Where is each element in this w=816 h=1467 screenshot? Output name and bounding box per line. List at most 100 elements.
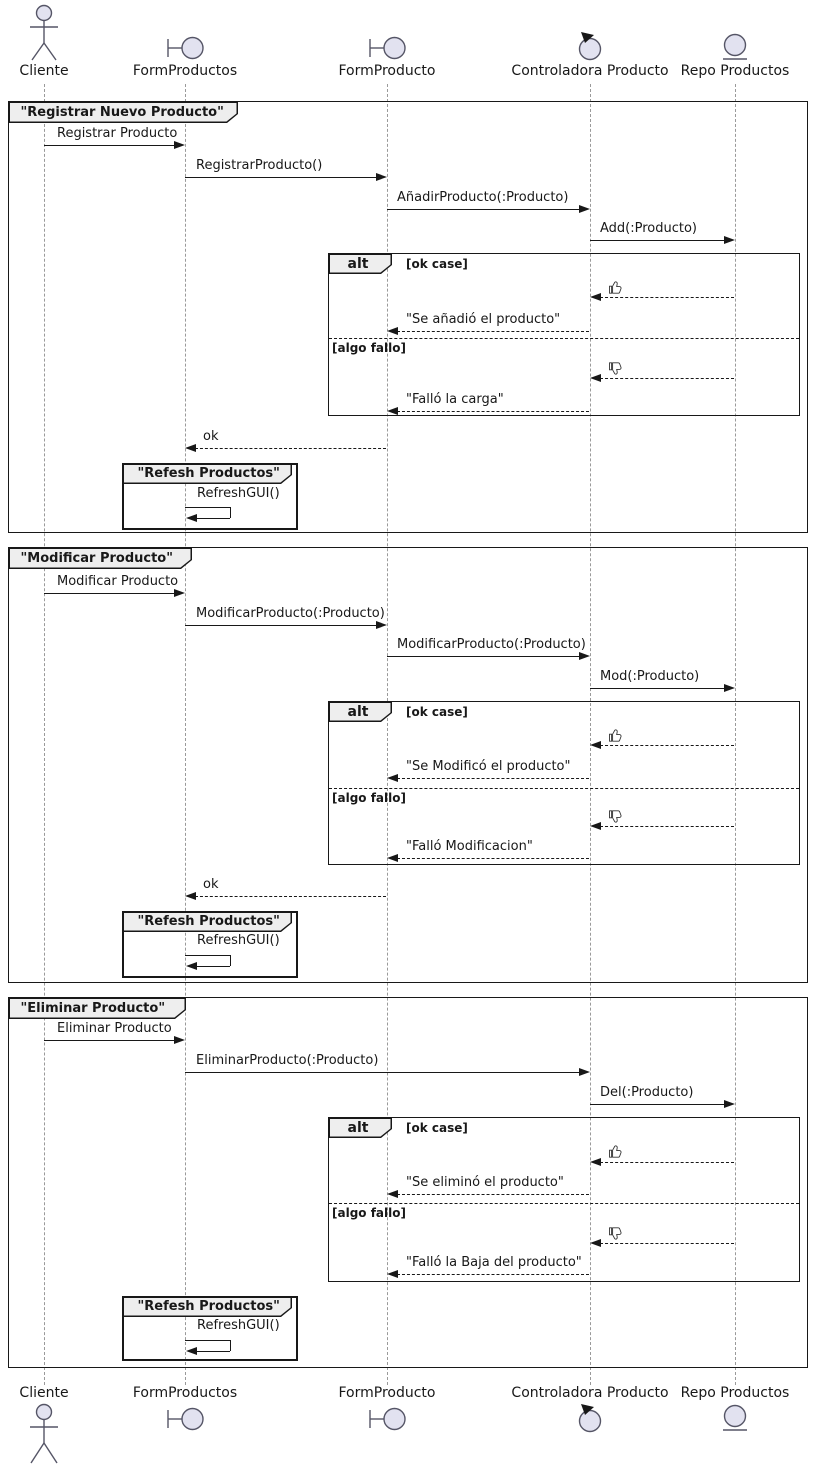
self-message [230, 955, 231, 966]
guard-label: [ok case] [406, 705, 468, 719]
alt-operator-label: alt [330, 1119, 391, 1137]
return-arrow [397, 858, 589, 859]
sequence-frame-eliminar [8, 997, 808, 1368]
thumbs-up-icon [609, 1145, 622, 1158]
message-label: Del(:Producto) [600, 1085, 694, 1100]
self-message [230, 1340, 231, 1351]
arrowhead [174, 589, 185, 597]
entity-icon [723, 1404, 747, 1431]
message-arrow [590, 240, 724, 241]
arrowhead [387, 1190, 398, 1198]
message-label: "Falló la carga" [406, 392, 504, 407]
arrowhead [376, 173, 387, 181]
return-arrow [600, 297, 734, 298]
return-arrow [600, 745, 734, 746]
alt-fragment [328, 1117, 800, 1282]
arrowhead [387, 327, 398, 335]
participant-label: Repo Productos [680, 63, 790, 79]
arrowhead [174, 1036, 185, 1044]
message-arrow [590, 1104, 724, 1105]
sub-frame-title: "Refesh Productos" [122, 911, 292, 932]
message-label: "Falló la Baja del producto" [406, 1255, 582, 1270]
participant-label: Cliente [19, 1385, 69, 1401]
self-message [185, 955, 230, 956]
message-label: RefreshGUI() [197, 1318, 280, 1333]
return-arrow [397, 411, 589, 412]
arrowhead [590, 293, 601, 301]
arrowhead [186, 514, 197, 522]
sub-frame-title-label: "Refesh Productos" [124, 913, 291, 931]
message-arrow [590, 688, 724, 689]
arrowhead [376, 621, 387, 629]
message-arrow [44, 145, 174, 146]
message-label: RefreshGUI() [197, 933, 280, 948]
message-arrow [185, 625, 376, 626]
participant-label: Repo Productos [680, 1385, 790, 1401]
arrowhead [590, 374, 601, 382]
message-label: Add(:Producto) [600, 221, 698, 236]
return-arrow [397, 778, 589, 779]
message-label: ModificarProducto(:Producto) [196, 606, 385, 621]
boundary-icon [369, 36, 406, 60]
arrowhead [579, 652, 590, 660]
actor-icon [30, 1403, 58, 1464]
frame-title-label: "Modificar Producto" [10, 549, 191, 568]
lifeline-formproductos [185, 84, 186, 1385]
boundary-icon [167, 1407, 204, 1431]
message-label: ok [203, 429, 219, 444]
arrowhead [186, 962, 197, 970]
message-label: ModificarProducto(:Producto) [397, 637, 586, 652]
guard-label: [algo fallo] [332, 341, 406, 355]
message-label: RegistrarProducto() [196, 158, 323, 173]
message-arrow [44, 1040, 174, 1041]
message-arrow [185, 177, 376, 178]
arrowhead [387, 854, 398, 862]
message-arrow [185, 1072, 579, 1073]
return-arrow [195, 896, 386, 897]
message-label: Eliminar Producto [57, 1021, 172, 1036]
sub-frame-title-label: "Refesh Productos" [124, 465, 291, 483]
participant-label: Controladora Producto [511, 1385, 669, 1401]
frame-title: "Modificar Producto" [8, 547, 192, 569]
sequence-frame-modificar [8, 547, 808, 983]
control-icon [578, 1404, 602, 1433]
arrowhead [579, 205, 590, 213]
arrowhead [579, 1068, 590, 1076]
return-arrow [195, 448, 386, 449]
self-message [197, 1351, 230, 1352]
frame-title: "Registrar Nuevo Producto" [8, 101, 238, 123]
alt-fragment [328, 701, 800, 865]
lifeline-cliente [44, 84, 45, 1385]
arrowhead [724, 236, 735, 244]
message-label: RefreshGUI() [197, 486, 280, 501]
message-label: Mod(:Producto) [600, 669, 700, 684]
participant-label: FormProductos [132, 1385, 238, 1401]
boundary-icon [369, 1407, 406, 1431]
arrowhead [186, 1347, 197, 1355]
guard-label: [algo fallo] [332, 791, 406, 805]
arrowhead [185, 444, 196, 452]
entity-icon [723, 33, 747, 60]
self-message [197, 518, 230, 519]
arrowhead [185, 892, 196, 900]
message-arrow [387, 209, 579, 210]
participant-label: Cliente [19, 63, 69, 79]
participant-label: FormProducto [338, 1385, 436, 1401]
return-arrow [600, 1243, 734, 1244]
actor-icon [30, 4, 58, 61]
sequence-frame-registrar [8, 101, 808, 533]
guard-label: [ok case] [406, 1121, 468, 1135]
thumbs-up-icon [609, 281, 622, 294]
thumbs-down-icon [609, 362, 622, 375]
return-arrow [397, 1194, 589, 1195]
boundary-icon [167, 36, 204, 60]
sub-frame-title: "Refesh Productos" [122, 463, 292, 484]
message-arrow [387, 656, 579, 657]
return-arrow [600, 826, 734, 827]
message-label: "Se añadió el producto" [406, 312, 561, 327]
thumbs-up-icon [609, 729, 622, 742]
message-label: "Se eliminó el producto" [406, 1175, 564, 1190]
thumbs-down-icon [609, 810, 622, 823]
message-label: EliminarProducto(:Producto) [196, 1053, 379, 1068]
